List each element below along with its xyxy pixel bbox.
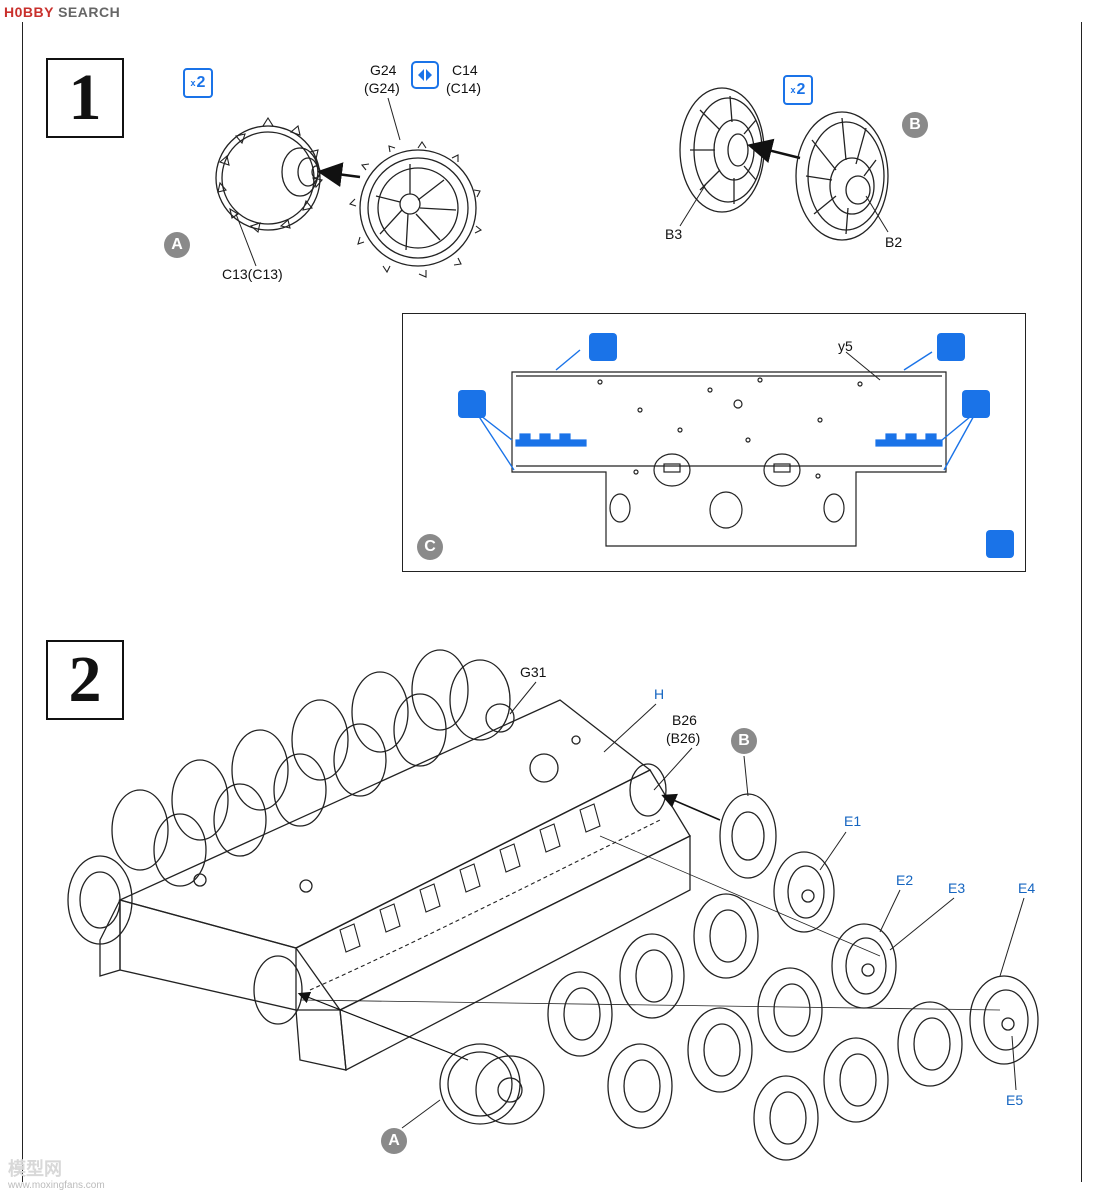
cement-glue-icon	[458, 390, 486, 418]
hobbysearch-watermark: H0BBY SEARCH	[4, 4, 121, 20]
loose-road-wheels	[547, 893, 963, 1161]
callout-b-step1: B	[902, 112, 928, 138]
wheel-e2-e3	[831, 923, 897, 1009]
callout-c: C	[417, 534, 443, 560]
hull-plate-y5	[511, 371, 947, 547]
label-c13: C13(C13)	[222, 266, 283, 282]
paint-brush-icon	[986, 530, 1014, 558]
wheel-e4-e5	[969, 975, 1039, 1065]
rear-hub	[629, 763, 667, 817]
road-wheel-b3	[679, 87, 765, 213]
road-wheel-b2	[795, 111, 889, 241]
part-b-wheel	[719, 793, 777, 879]
step-number-1: 1	[46, 58, 124, 138]
wheel-e1	[773, 851, 835, 933]
label-b2: B2	[885, 234, 903, 250]
rear-road-wheels	[111, 649, 511, 887]
page-border	[22, 22, 1082, 1182]
label-c14: C14	[452, 62, 478, 78]
site-watermark-cn: 模型网	[8, 1159, 62, 1180]
label-c14-alt: (C14)	[446, 80, 482, 96]
sprocket-g24	[348, 141, 483, 278]
label-b3: B3	[665, 226, 683, 242]
suspension-arms	[309, 803, 661, 991]
label-g24: G24	[370, 62, 397, 78]
label-h: H	[654, 686, 665, 702]
cement-glue-icon	[937, 333, 965, 361]
label-b26: B26	[672, 712, 697, 728]
step-2-label: 2	[68, 643, 102, 716]
swap-parts-icon	[411, 61, 439, 89]
label-e4: E4	[1018, 880, 1036, 896]
label-e2: E2	[896, 872, 914, 888]
step-number-2: 2	[46, 640, 124, 720]
cement-glue-icon	[589, 333, 617, 361]
label-y5: y5	[838, 338, 853, 354]
callout-b-step2: B	[731, 728, 757, 754]
label-b26-alt: (B26)	[666, 730, 701, 746]
label-g24-alt: (G24)	[364, 80, 400, 96]
label-e5: E5	[1006, 1092, 1024, 1108]
callout-a-step1: A	[164, 232, 190, 258]
part-a-sprocket	[439, 1043, 545, 1125]
site-watermark-url: www.moxingfans.com	[8, 1180, 105, 1191]
tank-chassis	[99, 699, 691, 1072]
label-g31: G31	[520, 664, 547, 680]
step-1-label: 1	[68, 61, 102, 134]
front-hub	[253, 955, 303, 1025]
label-e1: E1	[844, 813, 862, 829]
rear-idler-wheel	[67, 855, 133, 945]
sprocket-c13	[215, 116, 324, 234]
callout-a-step2: A	[381, 1128, 407, 1154]
label-e3: E3	[948, 880, 966, 896]
